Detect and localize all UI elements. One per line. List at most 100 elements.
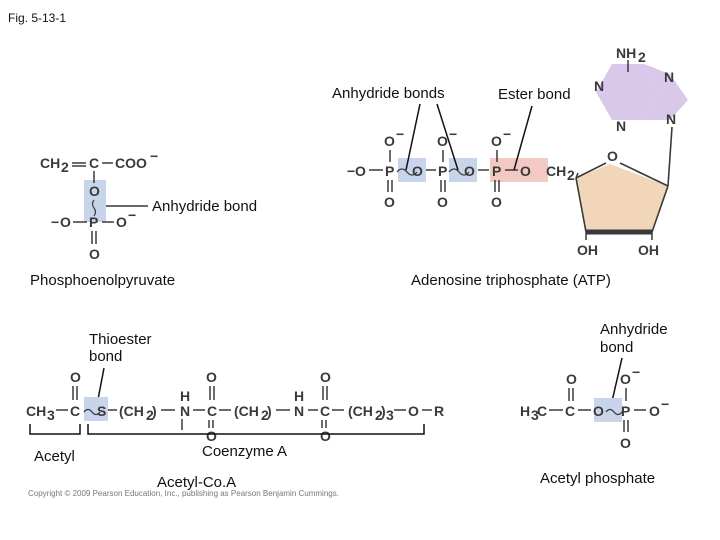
anhydride-pointer-1 [405, 103, 421, 171]
acetyl-phosphate-label: Acetyl phosphate [540, 470, 655, 487]
svg-text:COO: COO [115, 155, 147, 171]
thioester-label-line1: Thioester [89, 331, 152, 348]
svg-text:O: O [437, 133, 448, 149]
svg-text:O: O [520, 163, 531, 179]
svg-text:R: R [434, 403, 444, 419]
svg-text:NH: NH [616, 45, 636, 61]
acetyl-coa-label: Acetyl-Co.A [157, 474, 236, 491]
svg-text:O: O [384, 133, 395, 149]
svg-text:−: − [503, 126, 511, 142]
svg-text:O: O [620, 435, 631, 451]
svg-text:O: O [206, 369, 217, 385]
svg-text:OH: OH [577, 242, 598, 258]
pep-phosphate-highlight [84, 180, 106, 222]
pep-anhydride-bond-label: Anhydride bond [152, 198, 257, 215]
svg-text:−: − [150, 148, 158, 164]
svg-text:O: O [566, 371, 577, 387]
svg-text:O: O [607, 148, 618, 164]
svg-text:O: O [491, 133, 502, 149]
svg-text:O: O [60, 214, 71, 230]
atp-label: Adenosine triphosphate (ATP) [411, 272, 611, 289]
svg-text:N: N [294, 403, 304, 419]
adenine-six-ring [596, 64, 660, 120]
svg-text:P: P [89, 214, 98, 230]
acetyl-label: Acetyl [34, 448, 75, 465]
anhydride-pointer-2 [436, 103, 459, 171]
coenzyme-a-bracket [87, 424, 425, 435]
svg-text:CH: CH [26, 403, 46, 419]
svg-text:S: S [97, 403, 106, 419]
svg-text:2: 2 [567, 167, 575, 183]
svg-text:O: O [412, 163, 423, 179]
svg-text:C: C [70, 403, 80, 419]
svg-text:P: P [438, 163, 447, 179]
svg-text:CH: CH [546, 163, 566, 179]
svg-text:O: O [355, 163, 366, 179]
svg-text:3: 3 [531, 407, 539, 423]
svg-text:CH: CH [40, 155, 60, 171]
svg-text:O: O [593, 403, 604, 419]
svg-text:−: − [347, 163, 355, 179]
svg-text:−: − [632, 364, 640, 380]
copyright-text: Copyright © 2009 Pearson Education, Inc.… [28, 489, 339, 498]
svg-text:N: N [180, 403, 190, 419]
acetyl-phosphate-anhydride-label-line2: bond [600, 339, 633, 356]
svg-text:−: − [449, 126, 457, 142]
svg-text:O: O [89, 246, 100, 262]
coenzyme-a-label: Coenzyme A [202, 443, 287, 460]
acetyl-bracket [29, 424, 81, 435]
svg-text:P: P [621, 403, 630, 419]
svg-text:H: H [520, 403, 530, 419]
svg-text:O: O [464, 163, 475, 179]
svg-text:N: N [666, 111, 676, 127]
svg-text:C: C [207, 403, 217, 419]
svg-text:C: C [320, 403, 330, 419]
svg-text:−: − [661, 396, 669, 412]
svg-text:OH: OH [638, 242, 659, 258]
svg-text:O: O [384, 194, 395, 210]
figure-label: Fig. 5-13-1 [8, 11, 66, 25]
svg-text:): ) [381, 403, 386, 419]
svg-text:3: 3 [47, 407, 55, 423]
svg-text:O: O [116, 214, 127, 230]
svg-text:2: 2 [261, 407, 269, 423]
anhydride-bonds-label: Anhydride bonds [332, 85, 445, 102]
svg-text:): ) [267, 403, 272, 419]
ester-bond-label: Ester bond [498, 86, 571, 103]
atp-anhydride-highlight-1 [398, 158, 426, 182]
svg-text:O: O [206, 428, 217, 444]
svg-text:2: 2 [146, 407, 154, 423]
svg-text:O: O [70, 369, 81, 385]
svg-text:−: − [396, 126, 404, 142]
svg-text:P: P [385, 163, 394, 179]
svg-text:): ) [152, 403, 157, 419]
svg-text:O: O [89, 183, 100, 199]
svg-text:N: N [664, 69, 674, 85]
svg-text:N: N [594, 78, 604, 94]
svg-text:O: O [437, 194, 448, 210]
svg-text:O: O [649, 403, 660, 419]
svg-text:O: O [491, 194, 502, 210]
phosphoenolpyruvate-label: Phosphoenolpyruvate [30, 272, 175, 289]
atp-ester-highlight [490, 158, 548, 182]
atp-anhydride-highlight-2 [449, 158, 477, 182]
ester-pointer [513, 105, 533, 171]
svg-text:O: O [320, 369, 331, 385]
ribose-ring-fill [576, 164, 668, 232]
svg-text:H: H [180, 388, 190, 404]
svg-text:C: C [89, 155, 99, 171]
svg-text:(CH: (CH [348, 403, 373, 419]
svg-text:3: 3 [386, 407, 394, 423]
svg-text:N: N [616, 118, 626, 134]
svg-text:C: C [565, 403, 575, 419]
svg-text:−: − [128, 207, 136, 223]
svg-text:C: C [537, 403, 547, 419]
svg-text:(CH: (CH [234, 403, 259, 419]
svg-text:−: − [51, 214, 59, 230]
adenine-five-ring [644, 64, 688, 120]
svg-text:2: 2 [61, 159, 69, 175]
